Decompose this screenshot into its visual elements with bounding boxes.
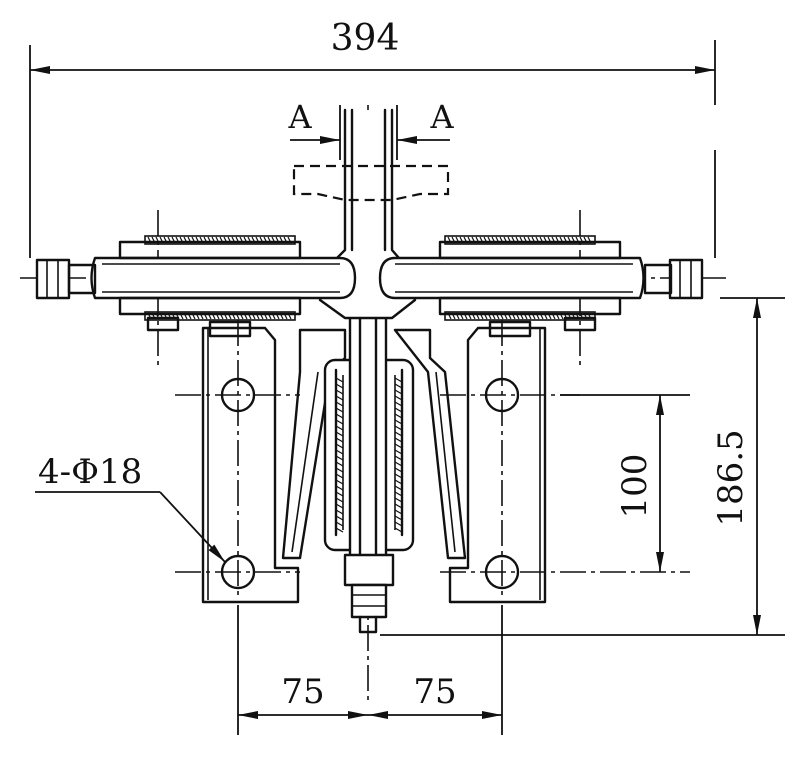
adjusting-nut bbox=[350, 583, 388, 619]
mounting-hole-top-left bbox=[220, 377, 256, 413]
dimension-label-75-right: 75 bbox=[413, 672, 456, 712]
right-lever-arm bbox=[393, 328, 467, 560]
dashed-brake-head bbox=[292, 164, 450, 202]
hole-callout-label: 4-Φ18 bbox=[38, 452, 142, 492]
mounting-hole-bottom-right bbox=[484, 554, 520, 590]
section-label-right: A bbox=[429, 98, 454, 136]
left-support-plate bbox=[201, 320, 300, 604]
hole-callout: 4-Φ18 bbox=[35, 452, 226, 563]
left-brake-shoe bbox=[90, 235, 357, 332]
right-support-plate bbox=[448, 320, 547, 604]
spring-coils-right bbox=[394, 377, 403, 533]
dimension-hole-spacing: 100 bbox=[560, 394, 690, 572]
mounting-hole-bottom-left bbox=[220, 554, 256, 590]
left-lever-arm bbox=[281, 328, 347, 560]
left-end-nut bbox=[35, 258, 97, 300]
spring-coils-left bbox=[335, 377, 344, 533]
dimension-hole-offsets: 75 75 bbox=[237, 605, 503, 735]
mounting-hole-top-right bbox=[484, 377, 520, 413]
right-end-nut bbox=[643, 258, 704, 300]
section-marks: A A bbox=[287, 98, 454, 160]
dimension-label-394: 394 bbox=[331, 18, 400, 59]
dimension-height: 186.5 bbox=[380, 297, 785, 636]
dimension-label-186-5: 186.5 bbox=[711, 429, 751, 526]
dimension-overall-width: 394 bbox=[29, 18, 716, 258]
section-label-left: A bbox=[287, 98, 312, 136]
right-brake-shoe bbox=[378, 235, 645, 332]
dimension-label-100: 100 bbox=[615, 454, 655, 519]
dimension-label-75-left: 75 bbox=[281, 672, 324, 712]
piston-rod bbox=[343, 303, 395, 634]
